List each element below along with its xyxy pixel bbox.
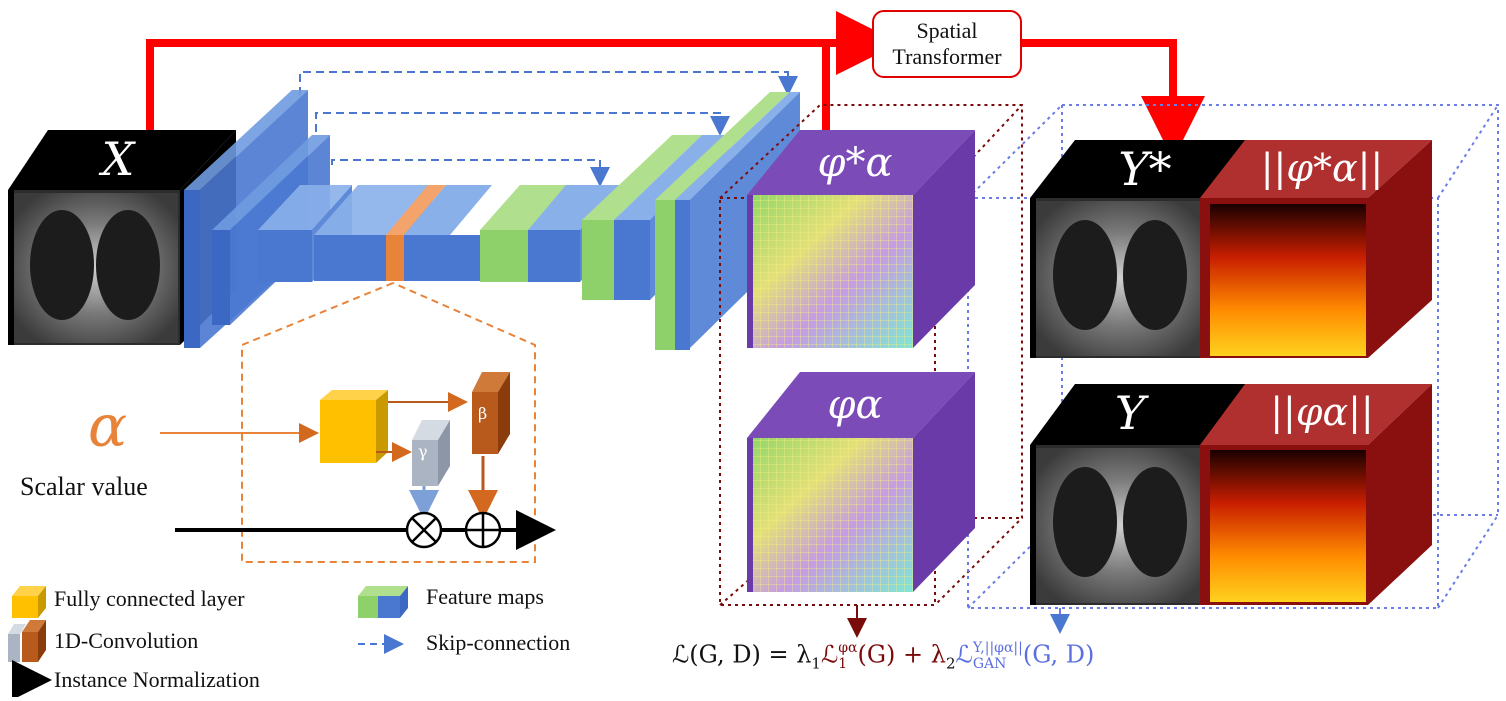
formula-gan-arg: (G, D) <box>1022 640 1095 669</box>
phi-label: φα <box>827 382 883 428</box>
gamma-label: γ <box>418 442 428 461</box>
input-cube-x <box>8 130 236 345</box>
legend-norm-label: Instance Normalization <box>54 667 260 692</box>
alpha-symbol: α <box>88 392 128 460</box>
formula-sub1: 1 <box>811 654 821 673</box>
formula-l1: ℒ <box>820 640 839 669</box>
formula-l1-sup: φα <box>838 640 858 656</box>
phi-cube <box>747 372 975 592</box>
formula-lhs: ℒ(G, D) = λ <box>672 640 812 669</box>
legend-icons <box>8 586 408 700</box>
legend-fc-label: Fully connected layer <box>54 586 245 611</box>
y-star-cube <box>1030 140 1255 358</box>
norm-phi-star-cube <box>1200 140 1432 358</box>
decoder-feature-maps <box>404 92 800 350</box>
legend-conv-label: 1D-Convolution <box>54 628 199 653</box>
red-flow-arrows <box>146 11 1205 160</box>
legend-skip-label: Skip-connection <box>426 630 571 655</box>
beta-label: β <box>478 404 488 423</box>
y-star-label: Y* <box>1118 142 1172 196</box>
bottleneck-block <box>386 185 446 281</box>
encoder-feature-maps <box>184 90 432 348</box>
skip-connections <box>299 71 798 187</box>
legend-fmap-label: Feature maps <box>426 584 544 609</box>
spatial-transformer-line1: Spatial <box>916 18 978 43</box>
formula-l1-sub: 1 <box>838 656 848 672</box>
norm-phi-star-label: ||φ*α|| <box>1260 146 1384 190</box>
spatial-transformer-line2: Transformer <box>892 44 1002 69</box>
conditioning-detail <box>160 282 556 563</box>
y-label: Y <box>1114 386 1146 440</box>
phi-star-cube <box>747 130 975 348</box>
input-label: X <box>101 132 135 186</box>
formula-gan-sub: GAN <box>972 656 1007 672</box>
phi-star-label: φ*α <box>817 140 893 186</box>
norm-phi-label: ||φα|| <box>1270 390 1374 434</box>
y-cube <box>1030 384 1255 605</box>
formula-gan: ℒ <box>955 640 973 669</box>
formula-l1-arg: (G) + λ <box>857 640 946 669</box>
scalar-value-label: Scalar value <box>20 472 148 501</box>
norm-phi-cube <box>1200 384 1432 605</box>
spatial-transformer-box: Spatial Transformer <box>872 10 1022 78</box>
formula-sub2: 2 <box>946 654 956 673</box>
formula-gan-sup: Y,||φα|| <box>972 640 1023 656</box>
